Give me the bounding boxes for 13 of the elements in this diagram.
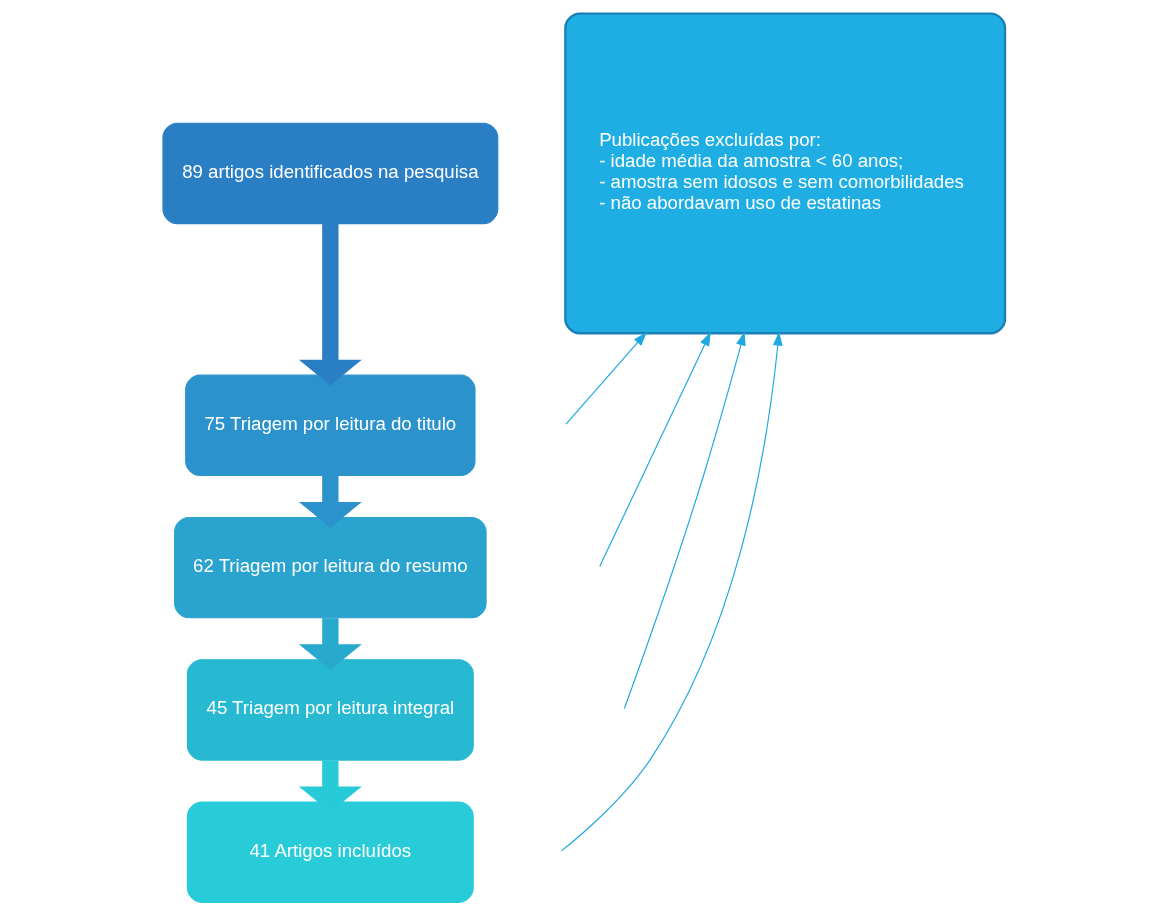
node-box: 75 Triagem por leitura do titulo <box>185 374 476 476</box>
arrow <box>560 331 783 851</box>
node-box: Publicações excluídas por: - idade média da amostra < 60 anos; - amostra sem idosos e sem comorbilidades - não abordavam uso de estatinas <box>564 12 1007 334</box>
node-box: 62 Triagem por leitura do resumo <box>174 516 487 618</box>
arrow <box>298 617 362 670</box>
arrow <box>298 223 362 385</box>
arrow <box>565 331 647 425</box>
node-box: 89 artigos identificados na pesquisa <box>162 122 499 224</box>
arrow <box>298 475 362 528</box>
arrow <box>599 331 711 567</box>
node-box: 45 Triagem por leitura integral <box>186 658 474 761</box>
arrow <box>623 331 746 709</box>
node-box: 41 Artigos incluídos <box>186 800 474 903</box>
